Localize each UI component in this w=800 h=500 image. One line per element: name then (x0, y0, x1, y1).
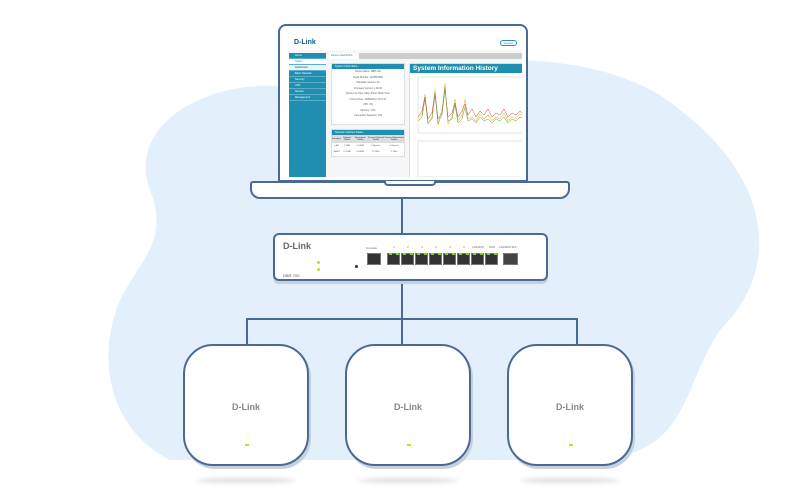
port-label: 3 (421, 246, 423, 249)
status-led (317, 261, 320, 264)
link-ap1 (246, 318, 248, 345)
port-4 (429, 253, 442, 265)
dashboard-screen: D-Link Logout Home Status Dashboard Basic… (289, 35, 522, 177)
sidebar-item-security[interactable]: Security (289, 77, 326, 83)
access-point-1: D-Link (183, 344, 309, 466)
switch-logo: D-Link (283, 241, 311, 251)
td: 2 KB/s (390, 151, 398, 153)
sidebar-item-status[interactable]: Status (289, 59, 326, 65)
sidebar-item-service[interactable]: Service (289, 89, 326, 95)
port-5 (443, 253, 456, 265)
port-label: 1 (393, 246, 395, 249)
info-row: Firmware Version: 1.00.01 (354, 86, 382, 90)
port-6 (457, 253, 470, 265)
ap-led (245, 444, 249, 446)
panel-title: System Information (332, 64, 404, 69)
info-row: Connection Sessions: 156 (354, 114, 382, 117)
port-label: 2 (407, 246, 409, 249)
td: WAN1 (333, 151, 340, 153)
history-chart (417, 76, 522, 177)
tab-device-dashboard[interactable]: Device Dashboard (329, 53, 359, 59)
panel-title: Network Interface Status (332, 130, 404, 135)
laptop-base (250, 181, 570, 199)
port-label: 4 (435, 246, 437, 249)
port-label: WAN (489, 246, 495, 249)
sidebar: Home Status Dashboard Basic Network Secu… (289, 53, 326, 177)
chart-panel-title: System Information History (410, 64, 522, 73)
info-row: Current Time: 2020/03/12 11:27:27 (349, 97, 387, 101)
ap-shadow (358, 478, 458, 483)
ap-led (569, 444, 573, 446)
ap-logo: D-Link (556, 402, 584, 412)
port-1 (387, 253, 400, 265)
laptop: D-Link Logout Home Status Dashboard Basic… (278, 24, 528, 182)
reset-button[interactable] (355, 265, 358, 268)
link-ap3 (576, 318, 578, 345)
status-led (317, 268, 320, 271)
switch-model: DBR-700 (283, 273, 300, 278)
td: 21.1MB (343, 151, 351, 153)
sidebar-item-vpn[interactable]: VPN (289, 83, 326, 89)
sfp-label: LAN/WAN SFP (499, 246, 517, 249)
link-laptop-switch (401, 199, 403, 233)
table-row: LAN 2.3MB 21.6MB 0 Bytes/s 0 Bytes/s (332, 143, 404, 149)
access-point-2: D-Link (345, 344, 471, 466)
ap-shadow (520, 478, 620, 483)
link-switch-aps (401, 283, 403, 319)
history-chart-panel: System Information History (409, 63, 522, 177)
port-wan (485, 253, 498, 265)
th: Upload Traffic (341, 135, 353, 143)
ap-led (407, 444, 411, 446)
port-lan-wan (471, 253, 484, 265)
th: Current Upload Traffic (367, 135, 385, 143)
port-label: 6 (463, 246, 465, 249)
td: 2.3MB (343, 145, 351, 147)
sidebar-item-basic-network[interactable]: Basic Network (289, 71, 326, 77)
ap-logo: D-Link (394, 402, 422, 412)
ap-shadow (196, 478, 296, 483)
td: 21.6MB (356, 145, 364, 147)
td: 0 Bytes/s (389, 145, 399, 147)
logout-button[interactable]: Logout (499, 39, 517, 46)
td: 16.6MB (356, 151, 364, 153)
link-horizontal (246, 318, 578, 320)
access-point-3: D-Link (507, 344, 633, 466)
info-row: Device Up Time: 0day 1Hour 30min 0sec (346, 92, 390, 95)
info-row: Hardware Version: A1 (356, 81, 380, 84)
ap-logo: D-Link (232, 402, 260, 412)
port-3 (415, 253, 428, 265)
system-info-panel: System Information Device Name: DBR-700 … (331, 63, 405, 125)
th: Download Traffic (352, 135, 368, 143)
port-label: 5 (449, 246, 451, 249)
dlink-logo: D-Link (294, 39, 316, 46)
td: 0 Bytes/s (371, 145, 381, 147)
info-row: CPU: 3% (363, 103, 373, 106)
td: 27 KB/s (372, 151, 380, 153)
info-row: Memory: 17% (360, 108, 376, 112)
port-label: LAN/WAN (472, 246, 484, 249)
th: Interface (332, 135, 342, 143)
sidebar-item-management[interactable]: Management (289, 95, 326, 101)
console-label: Console (366, 246, 378, 250)
link-ap2 (401, 318, 403, 345)
sidebar-item-home[interactable]: Home (289, 53, 326, 59)
sidebar-item-dashboard[interactable]: Dashboard (289, 65, 326, 71)
sfp-port (503, 253, 518, 265)
th: Current Download Traffic (384, 135, 404, 143)
port-2 (401, 253, 414, 265)
td: LAN (334, 145, 339, 147)
network-switch: D-Link DBR-700 Console 1 2 3 4 5 6 LAN/W… (273, 233, 548, 281)
console-port (367, 253, 381, 265)
info-row: Serial Number: 1234567890 (353, 75, 383, 79)
info-row: Device Name: DBR-700 (355, 70, 381, 73)
